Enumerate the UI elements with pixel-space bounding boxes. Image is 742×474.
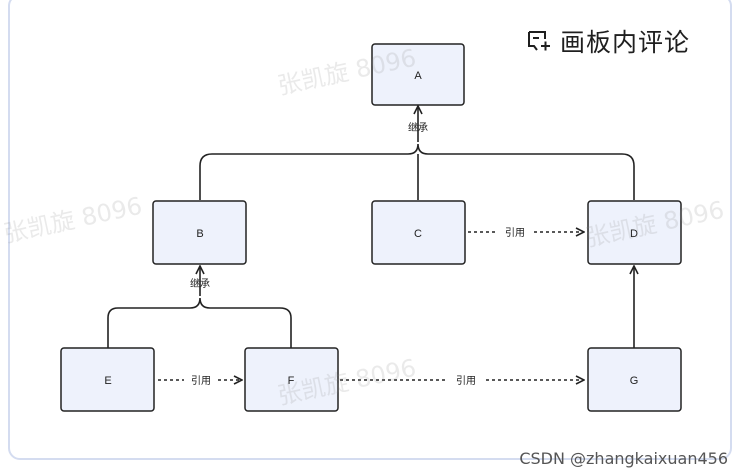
node-f-label: F <box>288 375 295 387</box>
edge-label-ref-c-d: 引用 <box>505 227 525 239</box>
node-g[interactable]: G <box>587 347 682 412</box>
node-f[interactable]: F <box>244 347 339 412</box>
node-e[interactable]: E <box>60 347 155 412</box>
node-b[interactable]: B <box>152 200 247 265</box>
node-d-label: D <box>630 228 638 240</box>
edge-label-ref-e-f: 引用 <box>191 375 211 387</box>
edge-inherit-top <box>199 106 635 200</box>
node-c-label: C <box>414 228 422 240</box>
edge-label-ref-f-g: 引用 <box>456 375 476 387</box>
node-a[interactable]: A <box>371 43 465 106</box>
node-e-label: E <box>104 375 111 387</box>
node-b-label: B <box>196 228 203 240</box>
edge-inherit-b <box>107 266 292 348</box>
comment-plus-icon <box>528 31 550 51</box>
node-a-label: A <box>414 70 422 82</box>
board-comment-button[interactable]: 画板内评论 <box>526 24 690 58</box>
node-g-label: G <box>630 375 639 387</box>
csdn-credit: CSDN @zhangkaixuan456 <box>519 449 728 468</box>
node-d[interactable]: D <box>587 200 682 265</box>
edge-label-inherit-top: 继承 <box>408 121 428 134</box>
node-c[interactable]: C <box>371 200 466 265</box>
board-comment-label: 画板内评论 <box>560 28 691 57</box>
edge-label-inherit-b: 继承 <box>190 277 210 290</box>
